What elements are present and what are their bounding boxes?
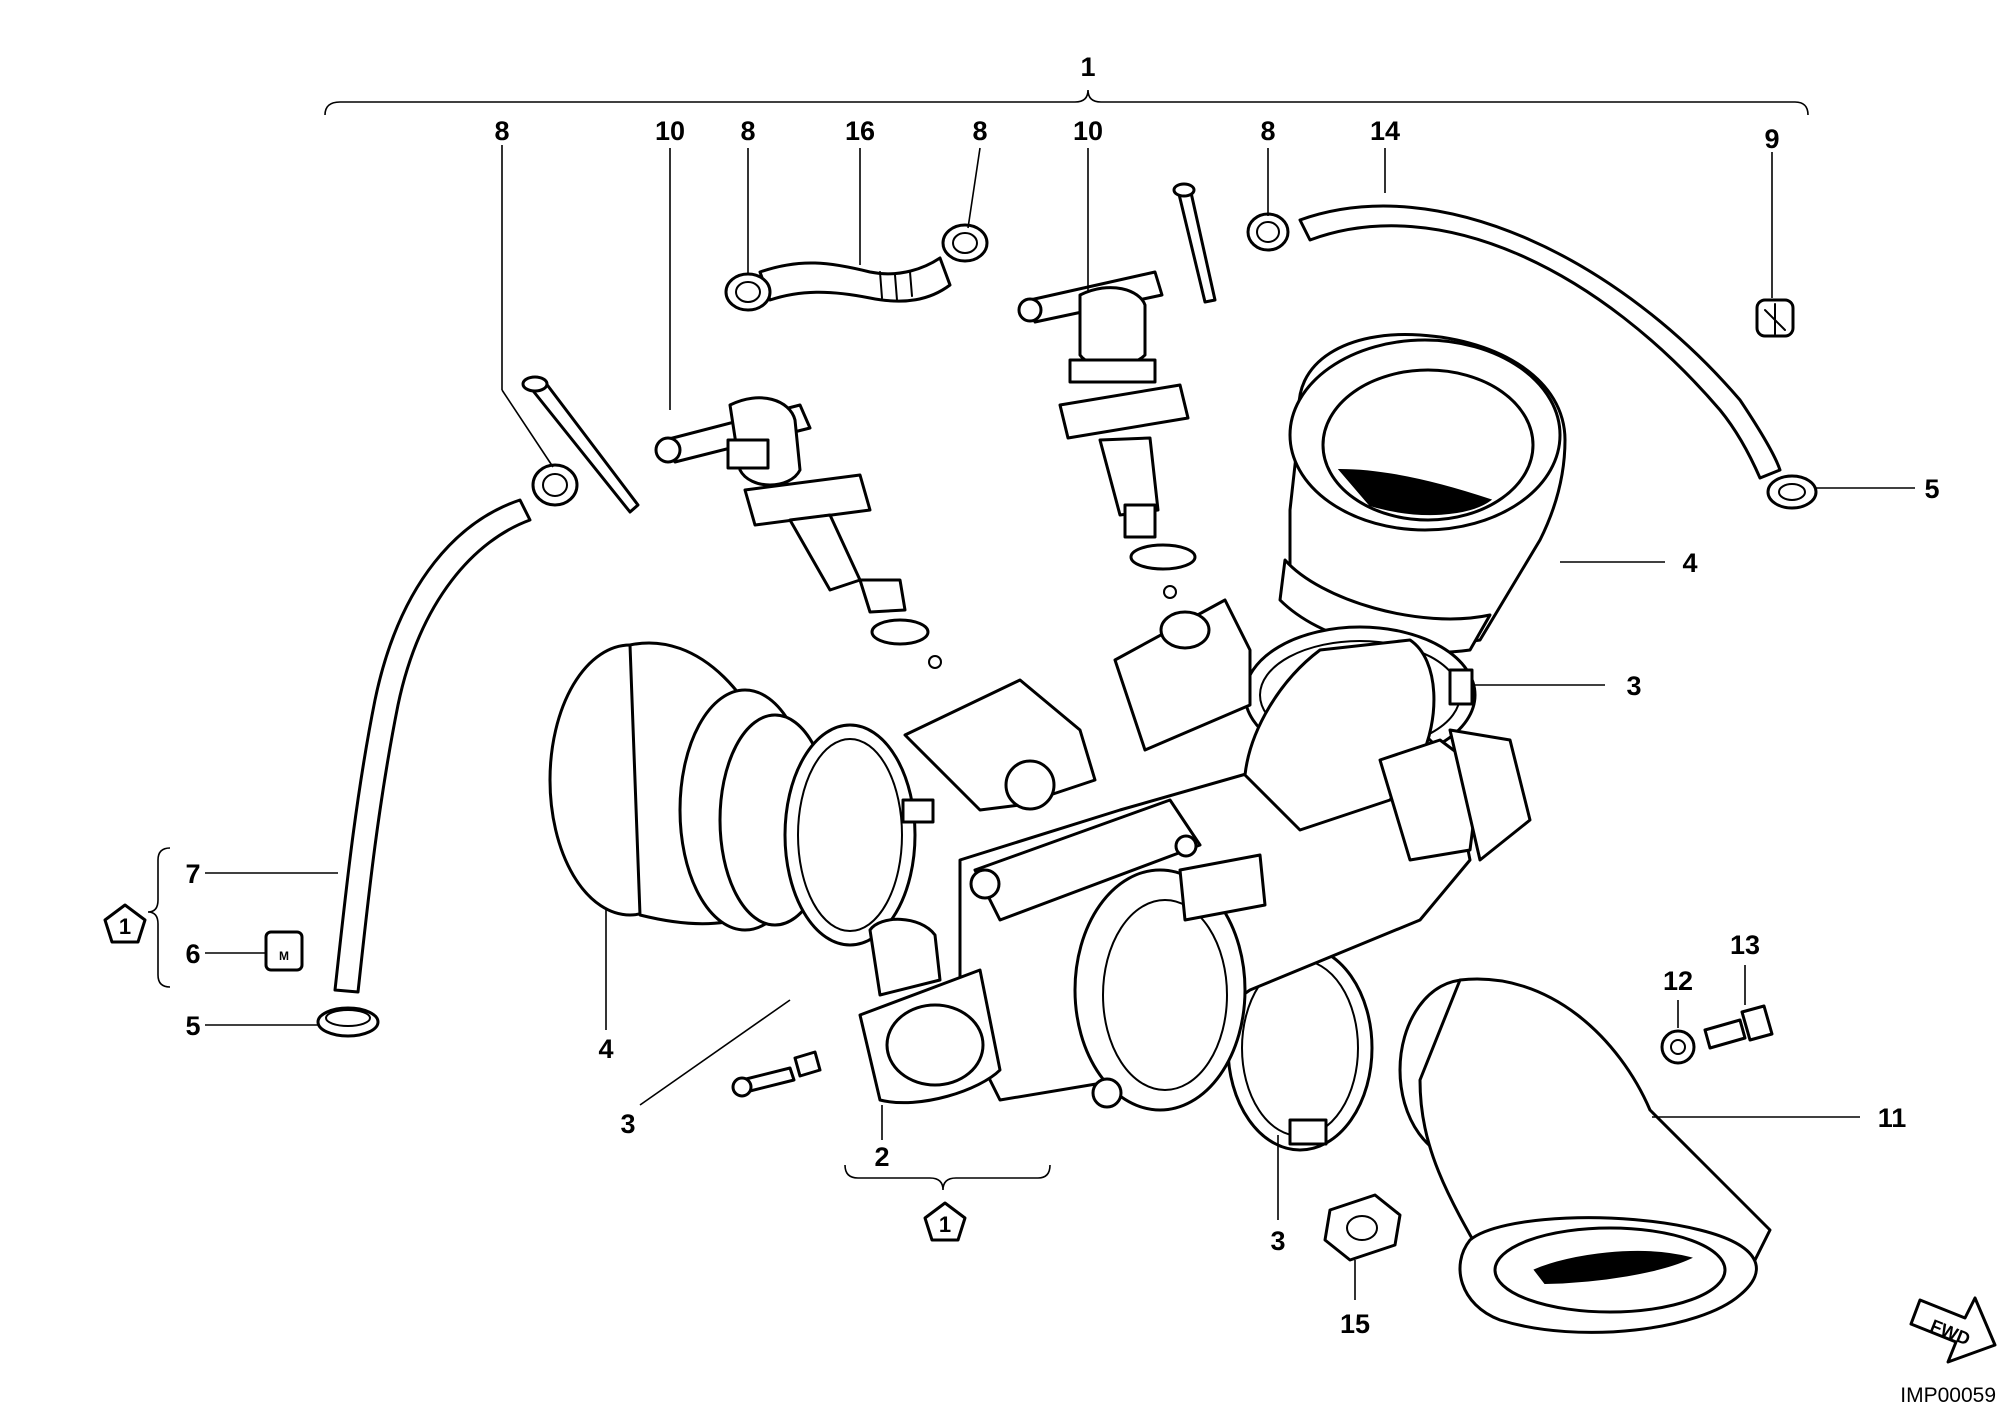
hose-clamp-5-right xyxy=(1766,474,1818,510)
callout-9: 9 xyxy=(1764,124,1779,154)
hose-clamp-8d xyxy=(1246,212,1290,252)
hose-7 xyxy=(333,498,532,994)
callout-3b: 3 xyxy=(620,1109,635,1139)
clip-letter-m: M xyxy=(279,949,289,963)
hose-16 xyxy=(758,256,952,303)
note-pentagon-left: 1 xyxy=(103,903,147,944)
callout-8b: 8 xyxy=(740,116,755,146)
callout-8d: 8 xyxy=(1260,116,1275,146)
hose-14 xyxy=(1298,204,1782,480)
callout-11: 11 xyxy=(1878,1103,1907,1133)
hose-clamp-9 xyxy=(1755,298,1795,338)
injector-left xyxy=(654,396,942,669)
callout-6: 6 xyxy=(185,939,200,969)
callout-13: 13 xyxy=(1730,930,1760,960)
callout-2: 2 xyxy=(874,1142,889,1172)
callout-10a: 10 xyxy=(655,116,685,146)
group-bracket-bottom xyxy=(844,1164,1051,1191)
callout-4a: 4 xyxy=(1682,548,1697,578)
callout-8c: 8 xyxy=(972,116,987,146)
group-bracket-left xyxy=(147,847,171,988)
intake-manifold-11 xyxy=(1398,977,1772,1334)
hose-clamp-8a xyxy=(531,463,579,507)
callout-3a: 3 xyxy=(1626,671,1641,701)
image-code: IMP00059 xyxy=(1900,1384,1996,1407)
intake-boot-4-left xyxy=(548,641,832,932)
note-pentagon-left-label: 1 xyxy=(119,914,131,939)
washer-12 xyxy=(1660,1029,1696,1065)
note-pentagon-bottom-label: 1 xyxy=(939,1212,951,1237)
intake-boot-4-upper xyxy=(1278,332,1567,654)
callout-15: 15 xyxy=(1340,1309,1370,1339)
callout-14: 14 xyxy=(1370,116,1400,146)
screw-tps xyxy=(731,1050,822,1098)
hose-clamp-8c xyxy=(941,223,989,263)
assembly-bracket-top xyxy=(324,89,1809,116)
callout-7: 7 xyxy=(185,859,200,889)
leader-8c xyxy=(967,147,981,229)
throttle-body xyxy=(958,638,1532,1112)
hose-clamp-8b xyxy=(724,272,772,312)
hose-clamp-5-left xyxy=(316,1006,380,1038)
callout-5a: 5 xyxy=(1924,474,1939,504)
bolt-13 xyxy=(1703,1004,1774,1050)
callout-3c: 3 xyxy=(1270,1226,1285,1256)
leader-3b xyxy=(639,999,791,1106)
callout-10b: 10 xyxy=(1073,116,1103,146)
fwd-arrow-icon: FWD xyxy=(1909,1296,1997,1364)
band-clamp-3-left xyxy=(783,723,935,947)
bolt-right-long xyxy=(1172,182,1217,304)
callout-1: 1 xyxy=(1080,52,1095,82)
callout-5b: 5 xyxy=(185,1011,200,1041)
callout-8a: 8 xyxy=(494,116,509,146)
bolt-left-long xyxy=(521,375,640,514)
throttle-position-sensor-2 xyxy=(858,917,1002,1105)
injector-right xyxy=(1017,270,1197,599)
note-pentagon-bottom: 1 xyxy=(923,1201,967,1242)
injector-bracket-left xyxy=(903,678,1097,812)
callout-16: 16 xyxy=(845,116,875,146)
hose-clamp-6: M xyxy=(264,930,304,972)
nut-15 xyxy=(1323,1193,1402,1262)
callout-4b: 4 xyxy=(598,1034,613,1064)
injector-bracket-right xyxy=(1113,598,1252,752)
callout-12: 12 xyxy=(1663,966,1693,996)
